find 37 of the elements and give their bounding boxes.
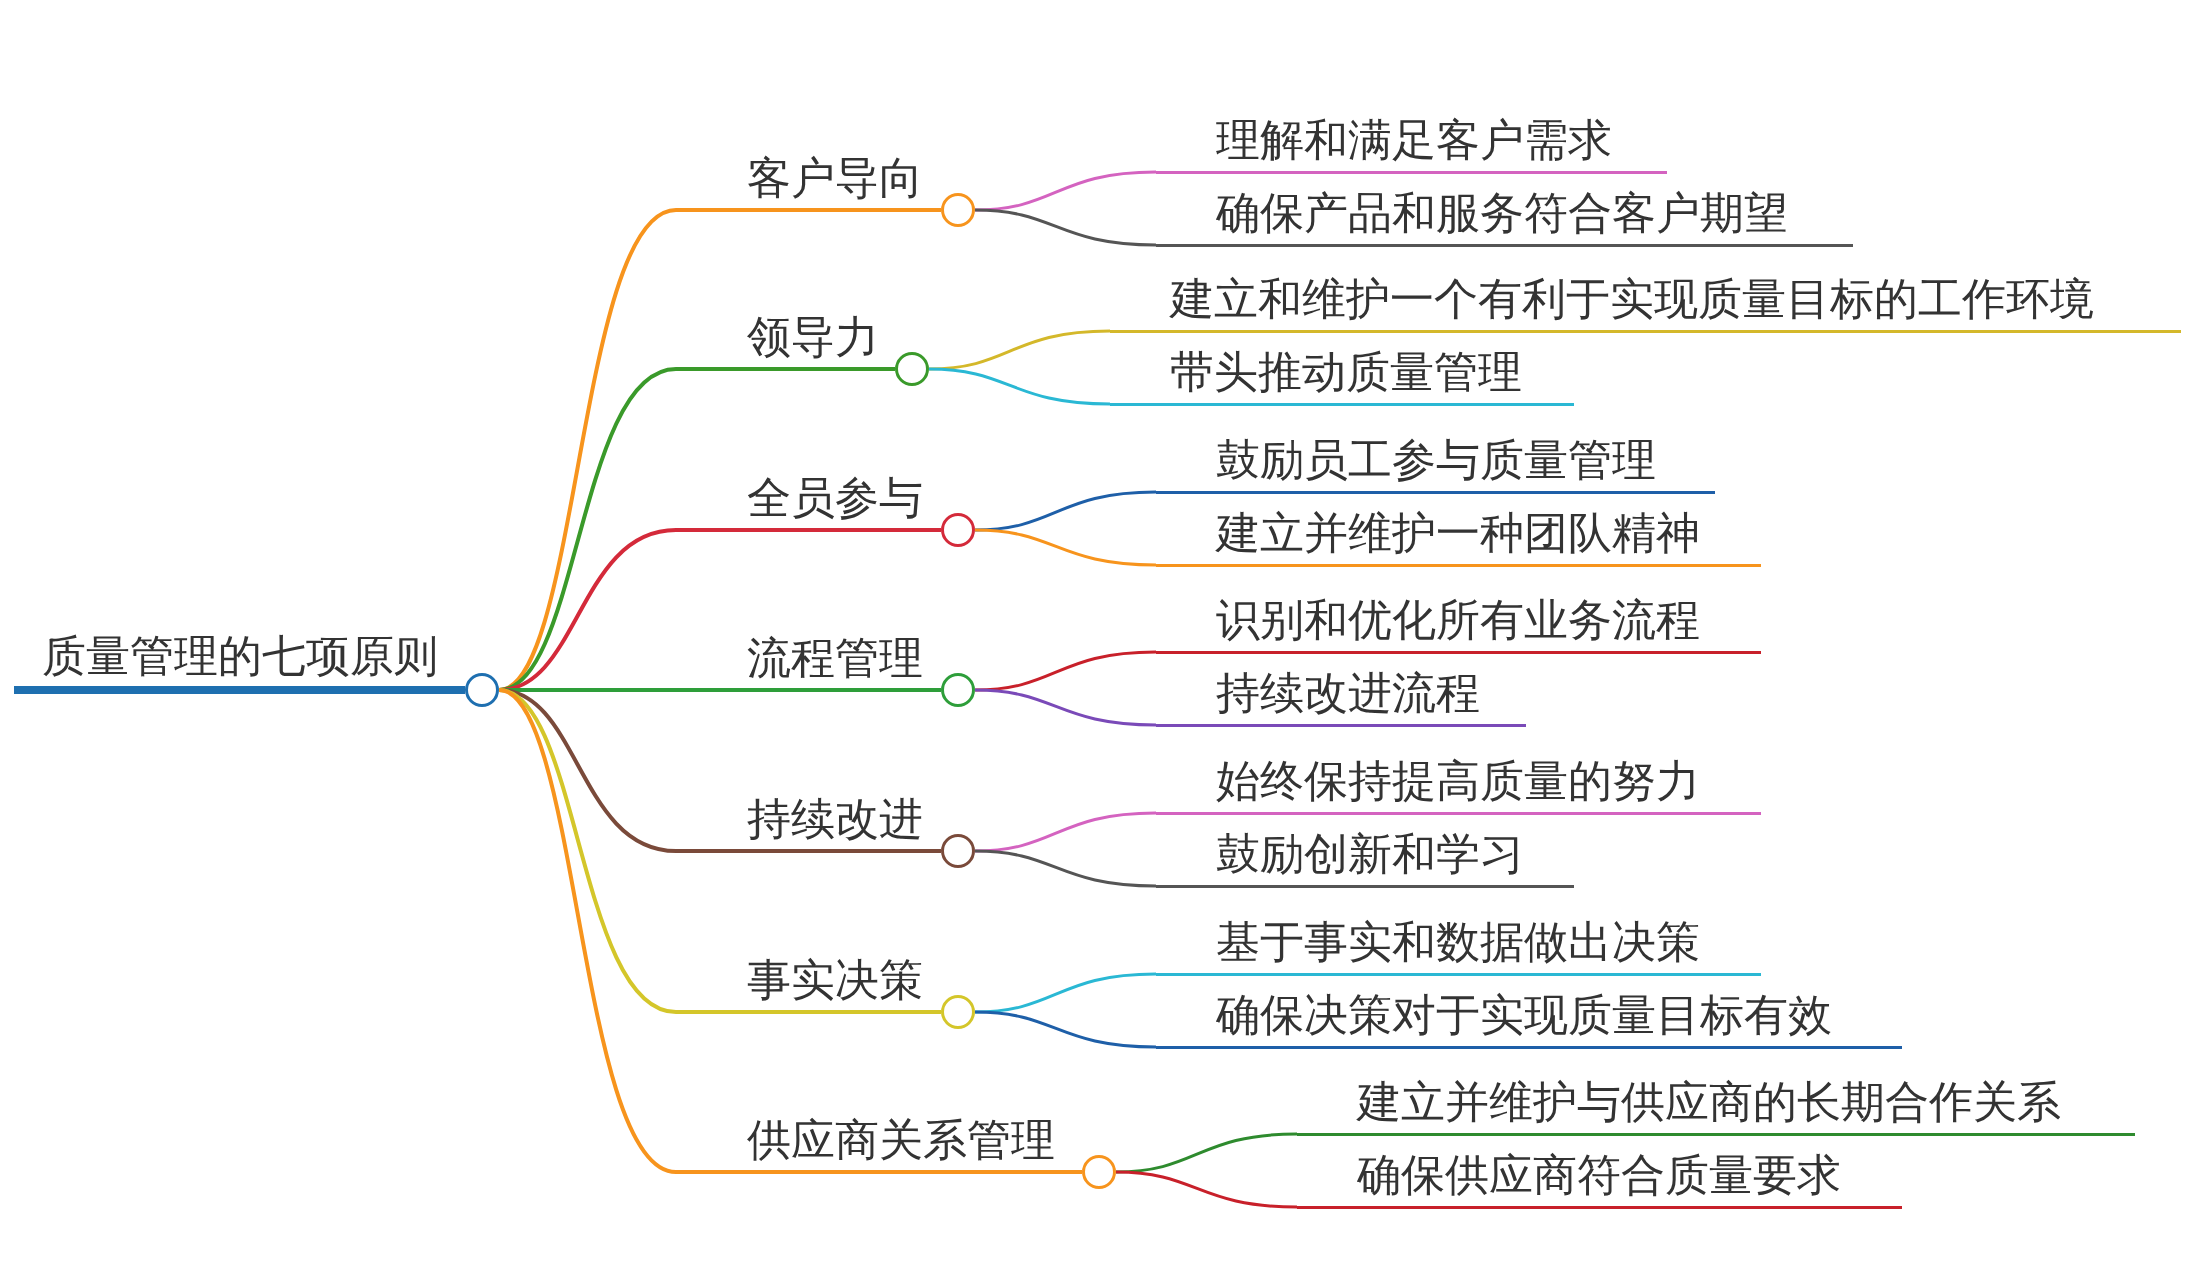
topic-label: 确保决策对于实现质量目标有效 xyxy=(1216,991,1832,1040)
branch-connector xyxy=(974,811,1157,853)
branch-connector xyxy=(974,170,1157,212)
topic-label: 基于事实和数据做出决策 xyxy=(1216,918,1700,967)
topic-label: 领导力 xyxy=(747,312,879,361)
branch-connector xyxy=(1115,1132,1298,1174)
topic-label: 建立并维护与供应商的长期合作关系 xyxy=(1357,1078,2061,1127)
branch-connector xyxy=(974,688,1157,727)
branch-connector xyxy=(974,849,1157,888)
branch-connector xyxy=(974,650,1157,692)
branch-connector xyxy=(974,208,1157,247)
topic-label: 始终保持提高质量的努力 xyxy=(1216,757,1700,806)
topic-label: 流程管理 xyxy=(747,633,923,682)
branch-connector xyxy=(498,688,677,1174)
topic-label: 确保供应商符合质量要求 xyxy=(1357,1151,1841,1200)
topic-label: 识别和优化所有业务流程 xyxy=(1216,596,1700,645)
topic-label: 事实决策 xyxy=(747,955,923,1004)
topic-label: 建立并维护一种团队精神 xyxy=(1216,509,1700,558)
topic-label: 供应商关系管理 xyxy=(747,1115,1055,1164)
topic-label: 建立和维护一个有利于实现质量目标的工作环境 xyxy=(1170,275,2094,324)
branch-connector xyxy=(928,329,1111,371)
topic-label: 理解和满足客户需求 xyxy=(1216,116,1612,165)
topic-label: 持续改进 xyxy=(747,794,923,843)
branch-connector xyxy=(974,1010,1157,1049)
branch-connector xyxy=(974,528,1157,567)
topic-label: 持续改进流程 xyxy=(1216,669,1480,718)
topic-label: 鼓励创新和学习 xyxy=(1216,830,1524,879)
branch-connector xyxy=(974,490,1157,532)
branch-connector xyxy=(974,972,1157,1014)
branch-connector xyxy=(1115,1170,1298,1209)
topic-label: 带头推动质量管理 xyxy=(1170,348,1522,397)
topic-label: 全员参与 xyxy=(747,473,923,522)
branch-connector xyxy=(928,367,1111,406)
topic-label: 客户导向 xyxy=(747,153,923,202)
topic-label: 质量管理的七项原则 xyxy=(42,631,438,680)
topic-label: 鼓励员工参与质量管理 xyxy=(1216,436,1656,485)
topic-label: 确保产品和服务符合客户期望 xyxy=(1216,189,1788,238)
